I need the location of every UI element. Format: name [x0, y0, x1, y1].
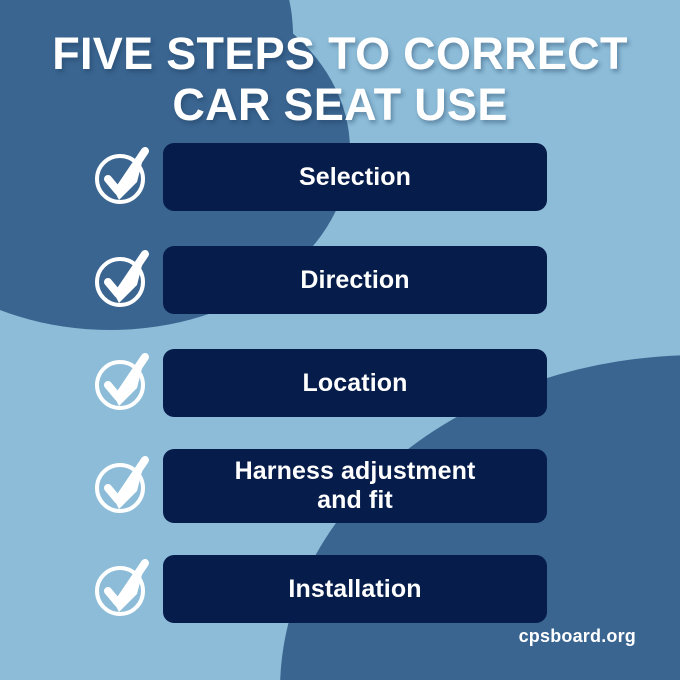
page-title: FIVE STEPS TO CORRECT CAR SEAT USE — [0, 28, 680, 130]
list-item[interactable]: Harness adjustment and fit — [0, 449, 680, 523]
step-pill[interactable]: Harness adjustment and fit — [163, 449, 547, 523]
list-item[interactable]: Installation — [0, 555, 680, 623]
list-item[interactable]: Selection — [0, 143, 680, 211]
check-circle-icon — [93, 456, 151, 515]
website-label[interactable]: cpsboard.org — [518, 626, 636, 646]
step-label: Installation — [288, 574, 422, 603]
step-label: Harness adjustment and fit — [234, 457, 476, 514]
step-pill[interactable]: Selection — [163, 143, 547, 211]
check-circle-icon — [93, 250, 151, 309]
step-label: Location — [302, 368, 408, 397]
step-label: Direction — [300, 265, 410, 294]
list-item[interactable]: Direction — [0, 246, 680, 314]
footer: cpsboard.org — [519, 626, 636, 647]
title-line-2: CAR SEAT USE — [172, 79, 508, 130]
step-pill[interactable]: Installation — [163, 555, 547, 623]
step-label: Selection — [298, 162, 412, 191]
list-item[interactable]: Location — [0, 349, 680, 417]
steps-list: Selection Direction — [0, 143, 680, 623]
title-line-1: FIVE STEPS TO CORRECT — [52, 28, 628, 79]
check-circle-icon — [93, 559, 151, 618]
check-circle-icon — [93, 147, 151, 206]
step-pill[interactable]: Location — [163, 349, 547, 417]
check-circle-icon — [93, 353, 151, 412]
step-pill[interactable]: Direction — [163, 246, 547, 314]
